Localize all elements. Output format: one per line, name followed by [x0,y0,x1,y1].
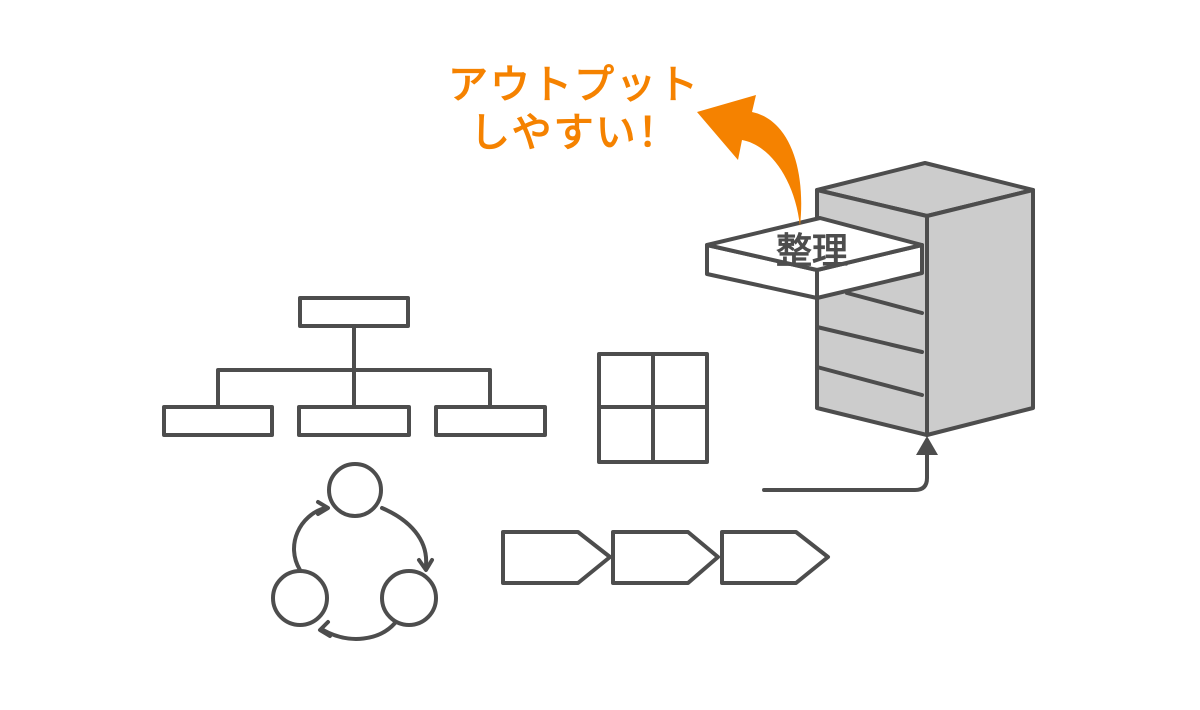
org-chart-icon [162,296,547,437]
callout-line-2: しやすい！ [470,110,680,156]
flow-arrow-icon [762,436,938,492]
open-drawer-icon [705,216,924,300]
filing-cabinet-icon [815,161,1035,437]
cycle-diagram-icon [271,462,438,641]
drawer-label: 整理 [776,231,849,272]
output-arrow-icon [697,95,802,226]
matrix-grid-icon [597,352,709,464]
callout-line-1: アウトプット [448,62,700,108]
process-flow-icon [501,530,830,585]
